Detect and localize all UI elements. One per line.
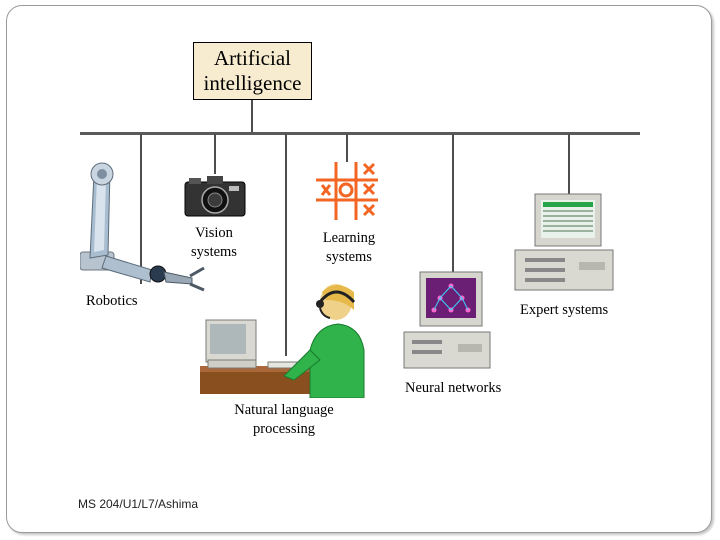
bus-line (80, 132, 640, 135)
robot-arm-icon (80, 162, 205, 292)
label-vision-systems: Vision systems (184, 224, 244, 262)
label-expert-systems: Expert systems (520, 302, 609, 318)
neural-computer-icon (403, 271, 491, 369)
root-label-line1: Artificial (214, 46, 291, 70)
label-learning-line1: Learning (322, 230, 376, 246)
nlp-connector (285, 134, 287, 356)
slide-footer: MS 204/U1/L7/Ashima (78, 497, 199, 511)
label-learning-line2: systems (326, 249, 372, 265)
vision-connector (214, 134, 216, 174)
label-nlp-line2: processing (252, 421, 315, 437)
label-learning-systems: Learning systems (314, 229, 384, 267)
root-connector (251, 100, 253, 133)
label-vision-line1: Vision (195, 225, 233, 241)
neural-connector (452, 134, 454, 272)
tic-tac-toe-icon (316, 162, 378, 220)
label-nlp-line1: Natural language (234, 402, 334, 418)
expert-connector (568, 134, 570, 194)
label-robotics: Robotics (86, 293, 138, 309)
label-neural-networks: Neural networks (405, 380, 502, 396)
robotics-connector (140, 134, 142, 284)
expert-computer-icon (514, 193, 614, 291)
root-label-line2: intelligence (203, 71, 302, 95)
operator-at-computer-icon (200, 284, 365, 398)
label-vision-line2: systems (191, 244, 237, 260)
root-node-artificial-intelligence: Artificial intelligence (193, 42, 312, 100)
label-natural-language-processing: Natural language processing (224, 401, 344, 439)
learning-connector (346, 134, 348, 162)
camera-icon (184, 176, 246, 217)
